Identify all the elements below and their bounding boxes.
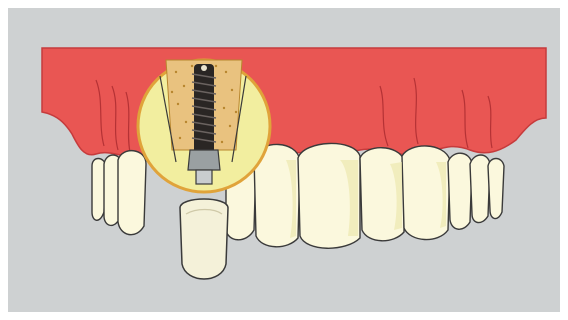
- crown-icon: [180, 199, 228, 279]
- tooth-premolar-right-3: [488, 159, 504, 219]
- tooth-canine-left: [118, 151, 146, 235]
- tooth-premolar-right-1: [448, 153, 472, 229]
- abutment: [188, 150, 220, 170]
- tooth-premolar-right-2: [470, 155, 490, 223]
- gum-tissue: [42, 48, 546, 162]
